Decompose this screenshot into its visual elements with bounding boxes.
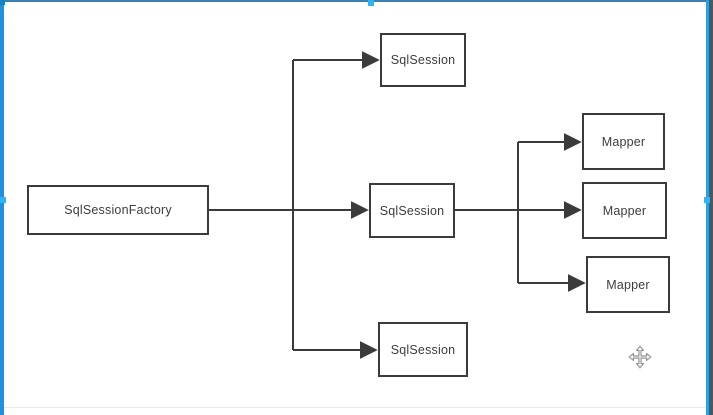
node-label: Mapper xyxy=(601,134,646,149)
selection-handle-right-middle[interactable] xyxy=(704,197,710,203)
selection-border-top xyxy=(0,0,713,2)
node-sqlsession-middle[interactable]: SqlSession xyxy=(369,183,455,238)
node-mapper-top[interactable]: Mapper xyxy=(582,113,665,170)
node-sqlsession-bottom[interactable]: SqlSession xyxy=(378,322,468,377)
node-mapper-bottom[interactable]: Mapper xyxy=(586,256,670,313)
node-label: SqlSessionFactory xyxy=(64,203,172,217)
node-mapper-middle[interactable]: Mapper xyxy=(582,182,667,239)
node-label: Mapper xyxy=(602,203,647,218)
node-sqlsessionfactory[interactable]: SqlSessionFactory xyxy=(27,185,209,235)
node-label: Mapper xyxy=(606,277,650,292)
selection-border-right xyxy=(706,0,709,415)
selection-handle-top-left[interactable] xyxy=(0,0,5,5)
selection-handle-top-middle[interactable] xyxy=(368,0,374,6)
selection-handle-left-middle[interactable] xyxy=(0,197,6,203)
node-label: SqlSession xyxy=(379,203,445,218)
move-cursor-icon xyxy=(628,345,652,369)
selection-border-left xyxy=(0,0,4,415)
node-label: SqlSession xyxy=(390,342,456,357)
selection-border-bottom xyxy=(4,407,706,408)
node-label: SqlSession xyxy=(390,53,456,67)
window-edge-strip xyxy=(709,0,713,415)
node-sqlsession-top[interactable]: SqlSession xyxy=(380,33,466,87)
